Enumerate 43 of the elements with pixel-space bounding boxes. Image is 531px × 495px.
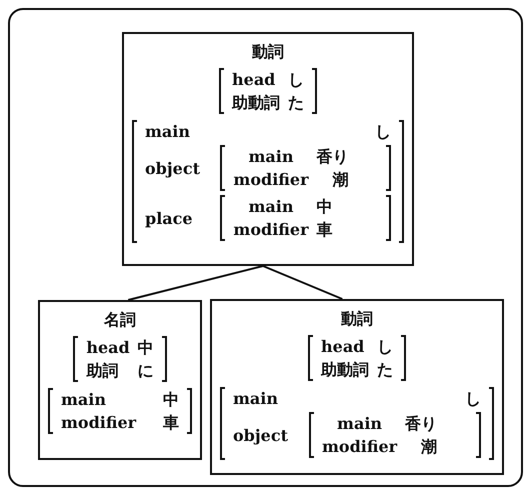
feature-name: object [145, 158, 200, 178]
feature-name: main [145, 122, 190, 141]
feature-value: 香り [316, 147, 349, 166]
feature-structure-box [210, 299, 504, 475]
feature-value: 中 [163, 390, 179, 409]
feature-value: 車 [316, 220, 333, 239]
tree-branch [128, 265, 264, 301]
feature-value: 中 [316, 197, 333, 216]
feature-name: object [233, 426, 288, 444]
feature-value: し [465, 389, 481, 408]
category-label: 名詞 [104, 310, 136, 329]
feature-structure-box [122, 32, 414, 266]
feature-value: し [288, 70, 304, 89]
feature-name: 助詞 [86, 361, 118, 380]
category-label: 動詞 [252, 42, 284, 61]
feature-value: 中 [138, 338, 154, 357]
feature-name: main [233, 389, 278, 408]
feature-name: main [248, 147, 294, 166]
feature-value: に [138, 361, 154, 380]
feature-name: head [232, 70, 276, 89]
feature-name: main [248, 197, 294, 216]
category-label: 動詞 [341, 309, 373, 328]
feature-name: modifier [61, 413, 136, 432]
feature-value: た [288, 93, 304, 112]
feature-name: 助動詞 [232, 93, 280, 112]
feature-name: modifier [233, 170, 309, 189]
feature-name: place [145, 208, 193, 228]
feature-value: 潮 [332, 170, 349, 189]
feature-name: head [86, 338, 130, 357]
feature-name: modifier [322, 437, 398, 456]
feature-structure-box [38, 300, 202, 460]
feature-name: main [337, 414, 382, 433]
feature-value: し [375, 122, 391, 141]
feature-value: 香り [405, 414, 438, 433]
feature-value: 潮 [421, 437, 438, 456]
feature-name: main [61, 390, 106, 409]
feature-name: modifier [233, 220, 309, 239]
feature-value: た [377, 360, 393, 379]
feature-value: 車 [163, 413, 179, 432]
tree-branch [262, 265, 343, 300]
feature-value: し [377, 337, 393, 356]
feature-name: 助動詞 [321, 360, 369, 379]
feature-name: head [321, 337, 364, 356]
